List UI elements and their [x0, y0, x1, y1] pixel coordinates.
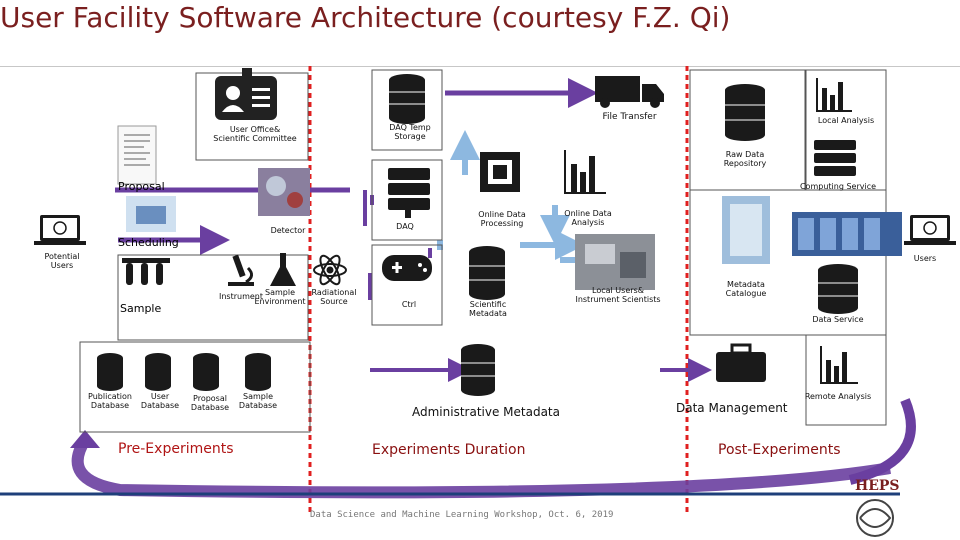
heps-logo-emblem	[856, 499, 894, 537]
return-curve-head	[70, 430, 100, 448]
briefcase-icon	[716, 343, 766, 382]
gamepad-icon	[382, 255, 432, 281]
sample-environment-photo	[258, 168, 310, 216]
proposal-document-icon	[117, 125, 157, 185]
database-icon	[389, 74, 425, 124]
label-data-service: Data Service	[812, 315, 864, 324]
box-pre-experiments	[79, 341, 311, 433]
box-ctrl	[371, 244, 443, 326]
label-user-office: User Office&Scientific Committee	[213, 125, 297, 143]
bar-chart-icon	[816, 78, 852, 112]
label-admin-metadata: Administrative Metadata	[412, 405, 560, 419]
network-photo	[126, 196, 176, 232]
label-sample: Sample	[120, 302, 162, 315]
box-remote	[805, 334, 887, 426]
label-users: Users	[913, 254, 937, 263]
phase-experiments-duration: Experiments Duration	[372, 442, 526, 458]
box-computing	[689, 189, 887, 336]
label-computing-service: Computing Service	[799, 182, 877, 191]
label-local-users: Local Users&Instrument Scientists	[575, 286, 661, 304]
label-ctrl: Ctrl	[401, 300, 417, 309]
server-icon	[814, 140, 856, 176]
label-daq: DAQ	[396, 222, 414, 231]
label-detector: Detector	[270, 226, 306, 235]
server-icon	[388, 168, 430, 218]
bar-chart-icon	[820, 346, 858, 384]
page-title: User Facility Software Architecture (cou…	[0, 1, 731, 34]
database-icon	[469, 246, 505, 300]
label-local-analysis: Local Analysis	[817, 116, 875, 125]
box-daq-temp	[371, 69, 443, 151]
local-users-photo	[575, 234, 655, 290]
laptop-icon	[904, 215, 956, 245]
heps-logo: HEPS	[855, 478, 900, 494]
database-icon	[725, 84, 765, 141]
laptop-icon	[34, 215, 86, 245]
computing-cluster-photo	[792, 212, 902, 256]
phase-pre-experiments: Pre-Experiments	[118, 441, 234, 457]
footer-text: Data Science and Machine Learning Worksh…	[310, 510, 614, 520]
phase-post-experiments: Post-Experiments	[718, 442, 841, 458]
metadata-catalogue-photo	[722, 196, 770, 264]
label-remote-analysis: Remote Analysis	[804, 392, 872, 401]
test-tubes-icon	[122, 258, 170, 285]
database-icon	[245, 353, 271, 391]
database-icon	[818, 264, 858, 314]
atom-icon	[313, 254, 347, 286]
title-divider	[0, 66, 960, 67]
label-scheduling: Scheduling	[118, 236, 179, 249]
label-instrument: Instrument	[218, 292, 263, 301]
id-card-icon	[215, 68, 277, 120]
cpu-icon	[480, 152, 520, 192]
box-daq	[371, 159, 443, 241]
database-icon	[97, 353, 123, 391]
post-curve	[848, 398, 916, 485]
label-file-transfer: File Transfer	[602, 112, 657, 122]
database-icon	[461, 344, 495, 396]
return-curve	[71, 436, 891, 499]
database-icon	[145, 353, 171, 391]
bar-chart-icon	[564, 150, 606, 194]
truck-icon	[595, 76, 664, 108]
database-icon	[193, 353, 219, 391]
label-proposal: Proposal	[118, 180, 165, 193]
box-scheduling	[117, 254, 309, 341]
label-data-management: Data Management	[676, 401, 788, 415]
flask-icon	[270, 253, 296, 286]
microscope-icon	[228, 254, 254, 286]
